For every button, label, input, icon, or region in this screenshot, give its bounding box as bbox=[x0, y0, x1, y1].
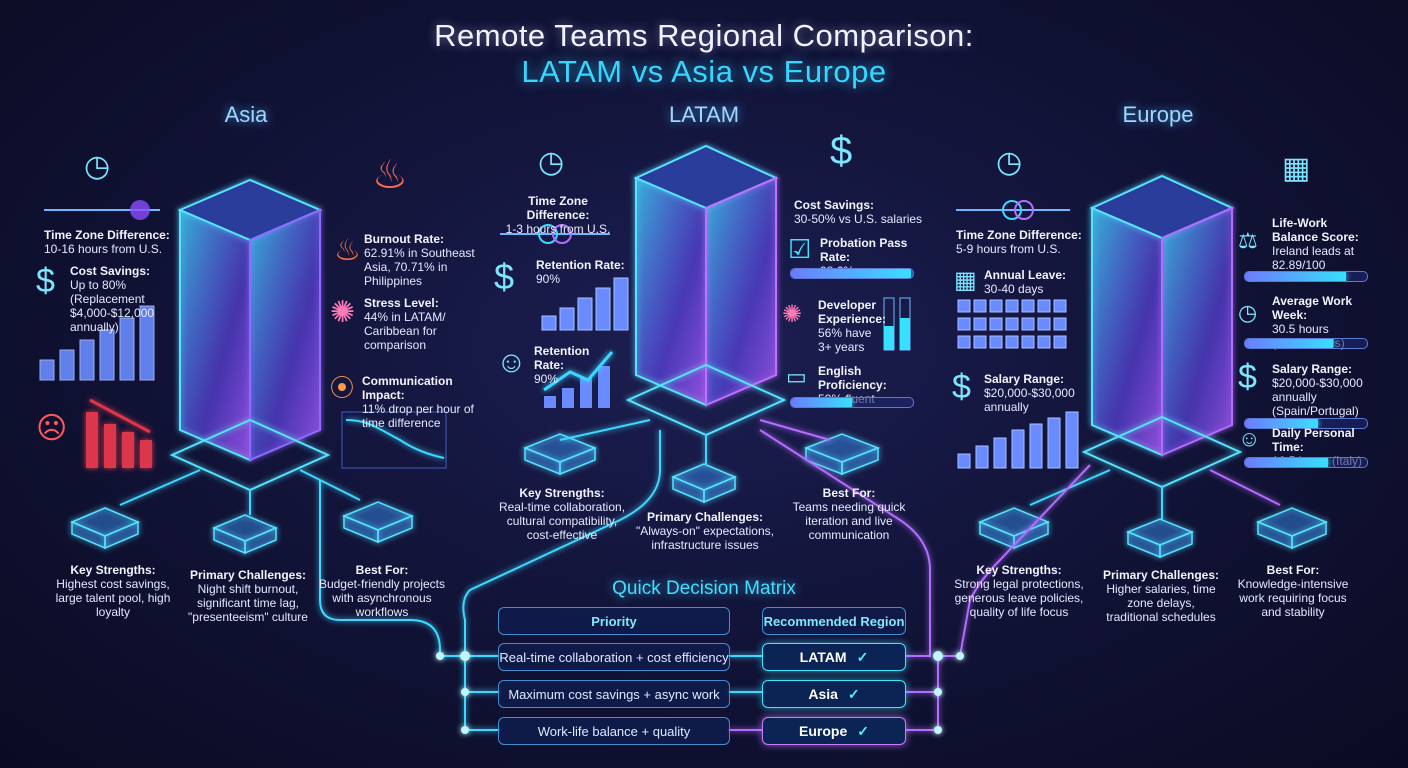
latam-best-for: Best For:Teams needing quick iteration a… bbox=[792, 486, 906, 542]
brain-icon: ✺ bbox=[782, 301, 803, 328]
matrix-header-priority: Priority bbox=[498, 607, 730, 635]
wire-nodes bbox=[436, 651, 964, 734]
signal-icon: ⦿ bbox=[330, 375, 354, 402]
check-icon: ✓ bbox=[847, 685, 860, 702]
matrix-priority-1: Real-time collaboration + cost efficienc… bbox=[498, 643, 730, 671]
region-title-latam: LATAM bbox=[668, 102, 740, 127]
clock-icon: ◷ bbox=[996, 146, 1023, 179]
clock-icon: ◷ bbox=[538, 146, 565, 179]
matrix-title: Quick Decision Matrix bbox=[612, 578, 796, 599]
main-subtitle: LATAM vs Asia vs Europe bbox=[521, 54, 887, 89]
europe-timezone-dial bbox=[956, 200, 1070, 220]
latam-cost-savings: Cost Savings:30-50% vs U.S. salaries bbox=[794, 198, 923, 226]
dollar-icon: $ bbox=[494, 256, 515, 297]
europe-salary-range-spain-portugal: Salary Range:$20,000-$30,000 annually (S… bbox=[1272, 362, 1363, 418]
clock-icon: ◷ bbox=[1238, 300, 1258, 325]
latam-pillar bbox=[625, 144, 787, 437]
asia-communication-impact: Communication Impact:11% drop per hour o… bbox=[362, 374, 474, 430]
latam-time-zone: Time Zone Difference:1-3 hours from U.S. bbox=[505, 194, 611, 236]
person-icon: ☹ bbox=[36, 412, 68, 445]
europe-annual-leave: Annual Leave:30-40 days bbox=[984, 268, 1067, 296]
person-icon: ☺ bbox=[496, 346, 527, 379]
latam-english-bar bbox=[790, 397, 914, 408]
dollar-icon: $ bbox=[1238, 358, 1257, 396]
asia-time-zone: Time Zone Difference:10-16 hours from U.… bbox=[44, 228, 170, 256]
main-title: Remote Teams Regional Comparison: bbox=[434, 18, 974, 53]
asia-stress-level: Stress Level:44% in LATAM/ Caribbean for… bbox=[364, 296, 446, 352]
asia-timezone-dial bbox=[44, 200, 160, 220]
latam-retention-rate-b: Retention Rate:90% bbox=[534, 344, 590, 386]
dollar-icon: $ bbox=[830, 129, 853, 173]
latam-dev-experience-bars bbox=[883, 297, 911, 351]
matrix-priority-2: Maximum cost savings + async work bbox=[498, 680, 730, 708]
dollar-icon: $ bbox=[36, 262, 55, 300]
europe-life-work-balance: Life-Work Balance Score:Ireland leads at… bbox=[1272, 216, 1359, 272]
latam-retention-rate-a: Retention Rate:90% bbox=[536, 258, 625, 286]
europe-leave-grid bbox=[957, 299, 1067, 349]
calendar-icon: ▦ bbox=[954, 267, 977, 294]
flame-icon: ♨ bbox=[372, 153, 408, 197]
matrix-region-1: LATAM✓ bbox=[762, 643, 906, 671]
asia-cost-savings: Cost Savings:Up to 80% (Replacement $4,0… bbox=[70, 264, 155, 334]
latam-timezone-dial bbox=[500, 224, 610, 244]
person-icon: ☺ bbox=[1238, 426, 1261, 451]
europe-primary-challenges: Primary Challenges:Higher salaries, time… bbox=[1102, 568, 1220, 624]
europe-pillar bbox=[1081, 174, 1243, 489]
check-icon: ✓ bbox=[856, 648, 869, 665]
check-icon: ☑ bbox=[788, 234, 812, 264]
region-title-asia: Asia bbox=[224, 102, 268, 127]
asia-burnout-rate: Burnout Rate:62.91% in Southeast Asia, 7… bbox=[364, 232, 475, 288]
europe-life-work-bar bbox=[1244, 271, 1368, 282]
latam-cube-stack bbox=[541, 277, 629, 331]
latam-probation-pass-rate: Probation Pass Rate:98.6% bbox=[820, 236, 908, 278]
latam-developer-experience: Developer Experience:56% have 3+ years bbox=[818, 298, 887, 354]
asia-comm-curve bbox=[341, 411, 447, 469]
check-icon: ✓ bbox=[857, 722, 869, 739]
europe-salary-bars bbox=[957, 411, 1079, 469]
matrix-header-region: Recommended Region bbox=[762, 607, 906, 635]
matrix-region-3: Europe✓ bbox=[762, 717, 906, 745]
europe-time-zone: Time Zone Difference:5-9 hours from U.S. bbox=[956, 228, 1082, 256]
europe-salary-range: Salary Range:$20,000-$30,000 annually bbox=[984, 372, 1075, 414]
europe-key-strengths: Key Strengths:Strong legal protections, … bbox=[954, 563, 1084, 619]
circuit-wires bbox=[119, 419, 1281, 731]
dollar-icon: $ bbox=[952, 368, 971, 406]
brain-icon: ✺ bbox=[330, 296, 356, 329]
speech-icon: ▭ bbox=[786, 364, 807, 389]
asia-best-for: Best For:Budget-friendly projects with a… bbox=[318, 563, 446, 619]
latam-trend-chart bbox=[543, 351, 614, 408]
asia-primary-challenges: Primary Challenges:Night shift burnout, … bbox=[188, 568, 308, 624]
flame-icon: ♨ bbox=[334, 234, 361, 267]
asia-growth-cubes bbox=[39, 305, 155, 381]
europe-salary-bar bbox=[1244, 418, 1368, 429]
asia-key-strengths: Key Strengths:Highest cost savings, larg… bbox=[55, 563, 171, 619]
matrix-priority-3: Work-life balance + quality bbox=[498, 717, 730, 745]
matrix-region-2: Asia✓ bbox=[762, 680, 906, 708]
europe-best-for: Best For:Knowledge-intensive work requir… bbox=[1237, 563, 1349, 619]
asia-pillar bbox=[169, 178, 331, 492]
region-title-europe: Europe bbox=[1122, 102, 1194, 127]
europe-work-week-bar bbox=[1244, 338, 1368, 349]
latam-probation-bar bbox=[790, 268, 914, 279]
mini-cubes bbox=[70, 433, 1328, 559]
latam-key-strengths: Key Strengths:Real-time collaboration, c… bbox=[498, 486, 626, 542]
latam-primary-challenges: Primary Challenges:"Always-on" expectati… bbox=[636, 510, 774, 552]
scale-icon: ⚖ bbox=[1238, 228, 1258, 253]
clock-icon: ◷ bbox=[84, 150, 111, 183]
europe-personal-time-bar bbox=[1244, 457, 1368, 468]
asia-decline-bars bbox=[86, 398, 152, 468]
calendar-icon: ▦ bbox=[1282, 152, 1311, 185]
